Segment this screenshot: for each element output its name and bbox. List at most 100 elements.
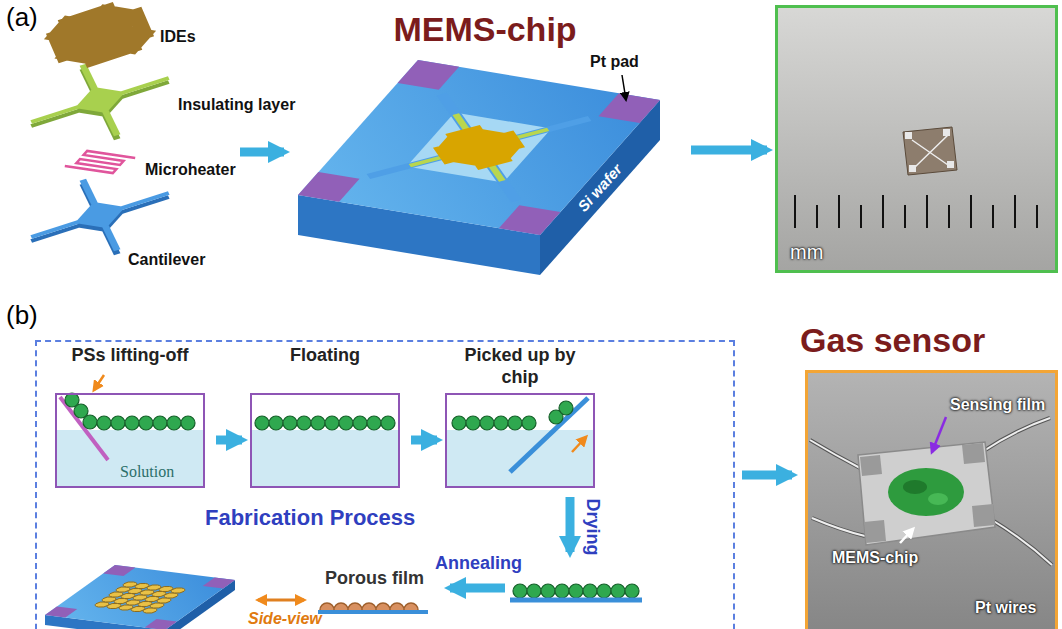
polystyrene-sphere bbox=[513, 584, 527, 598]
polystyrene-sphere bbox=[353, 416, 367, 430]
chip-photo bbox=[947, 161, 954, 168]
flow-arrow bbox=[240, 148, 284, 157]
step-heading: Floating bbox=[250, 345, 400, 367]
mems-chip-drawing bbox=[298, 172, 360, 202]
sensor-photo bbox=[810, 418, 1052, 565]
leader-line bbox=[900, 529, 913, 543]
polystyrene-sphere bbox=[255, 416, 269, 430]
polystyrene-sphere bbox=[167, 416, 181, 430]
step-box: Picked up by chip bbox=[445, 345, 599, 488]
sensor-photo bbox=[972, 504, 995, 527]
coated-chip bbox=[203, 577, 235, 588]
substrate bbox=[510, 598, 642, 603]
motion-arrow bbox=[572, 437, 586, 452]
flow-arrow bbox=[411, 436, 437, 445]
mems-chip-drawing bbox=[407, 112, 552, 182]
polystyrene-sphere bbox=[269, 416, 283, 430]
polystyrene-sphere bbox=[559, 401, 573, 415]
mems-chip-drawing bbox=[439, 129, 519, 165]
coated-chip bbox=[45, 565, 235, 629]
mems-chip-drawing bbox=[598, 93, 660, 123]
mems-chip-drawing bbox=[298, 60, 660, 235]
motion-arrow bbox=[94, 375, 104, 390]
step-heading: PSs lifting-off bbox=[55, 345, 205, 367]
mems-chip-drawing bbox=[298, 60, 660, 235]
polystyrene-sphere bbox=[452, 416, 466, 430]
coated-chip bbox=[45, 565, 235, 629]
sensor-photo bbox=[962, 443, 985, 464]
process-title: Fabrication Process bbox=[205, 505, 415, 531]
polystyrene-sphere bbox=[522, 416, 536, 430]
panel-title: MEMS-chip bbox=[290, 9, 680, 50]
chip-photo bbox=[912, 135, 948, 168]
flow-arrow bbox=[566, 497, 575, 552]
chip-photo bbox=[905, 132, 912, 139]
polystyrene-sphere bbox=[569, 584, 583, 598]
flow-arrow bbox=[742, 471, 792, 480]
view-arrow bbox=[258, 599, 304, 602]
polystyrene-sphere bbox=[367, 416, 381, 430]
polystyrene-sphere bbox=[153, 416, 167, 430]
mems-chip-drawing bbox=[499, 205, 561, 235]
coated-chip bbox=[103, 565, 135, 576]
polystyrene-sphere bbox=[125, 416, 139, 430]
polystyrene-sphere bbox=[297, 416, 311, 430]
layer-stack bbox=[52, 11, 147, 59]
coated-chip bbox=[121, 581, 188, 594]
step-box: Floating bbox=[250, 345, 404, 488]
polystyrene-sphere bbox=[541, 584, 555, 598]
callout-label: Pt pad bbox=[590, 52, 639, 71]
polystyrene-sphere bbox=[181, 416, 195, 430]
chip-photo bbox=[775, 5, 1058, 273]
mems-chip-drawing bbox=[398, 60, 460, 90]
layer-label: Insulating layer bbox=[178, 95, 295, 114]
polystyrene-sphere bbox=[480, 416, 494, 430]
step-heading: Picked up by chip bbox=[445, 345, 595, 388]
leader-line bbox=[622, 75, 626, 100]
chip-photo bbox=[909, 165, 916, 172]
solution-bath bbox=[57, 397, 593, 486]
polystyrene-sphere bbox=[508, 416, 522, 430]
photo-panel: Gas sensorSensing filmMEMS-chipPt wires bbox=[800, 320, 1058, 629]
flow-arrow bbox=[691, 146, 767, 155]
panel-title: Gas sensor bbox=[800, 320, 985, 361]
polystyrene-sphere bbox=[139, 416, 153, 430]
polystyrene-sphere bbox=[83, 415, 97, 429]
chip-photo bbox=[775, 5, 1058, 273]
flow-arrow bbox=[216, 436, 242, 445]
polystyrene-sphere bbox=[527, 584, 541, 598]
polystyrene-sphere bbox=[494, 416, 508, 430]
layer-stack bbox=[28, 178, 172, 252]
coated-chip bbox=[45, 565, 235, 629]
sensor-photo bbox=[903, 480, 927, 494]
step-box: PSs lifting-offSolution bbox=[55, 345, 209, 488]
panel-label: (a) bbox=[6, 2, 38, 33]
polystyrene-sphere bbox=[311, 416, 325, 430]
chip-photo bbox=[795, 195, 1037, 228]
polystyrene-sphere bbox=[555, 584, 569, 598]
panel-label: (b) bbox=[6, 300, 38, 331]
layer-label: IDEs bbox=[160, 27, 196, 46]
sensor-photo bbox=[805, 370, 1058, 629]
solution-bath bbox=[252, 430, 398, 486]
chip-figure: MEMS-chip bbox=[290, 5, 684, 290]
solution-bath bbox=[510, 398, 588, 472]
step-label: Drying bbox=[581, 498, 603, 555]
coated-chip bbox=[145, 619, 177, 629]
porous-film bbox=[318, 610, 428, 614]
callout-label: Pt wires bbox=[975, 598, 1036, 617]
sensor-photo bbox=[805, 370, 1058, 629]
polystyrene-sphere bbox=[111, 416, 125, 430]
layer-stack bbox=[65, 150, 135, 175]
layer-label: Cantilever bbox=[128, 250, 205, 269]
mems-chip-drawing bbox=[298, 60, 660, 275]
flow-arrow bbox=[450, 584, 505, 593]
callout-label: Sensing film bbox=[950, 395, 1045, 414]
polystyrene-sphere bbox=[65, 393, 639, 598]
porous-film bbox=[318, 603, 428, 612]
layer-stack bbox=[28, 63, 172, 137]
polystyrene-sphere bbox=[325, 416, 339, 430]
sensor-photo bbox=[928, 493, 948, 505]
